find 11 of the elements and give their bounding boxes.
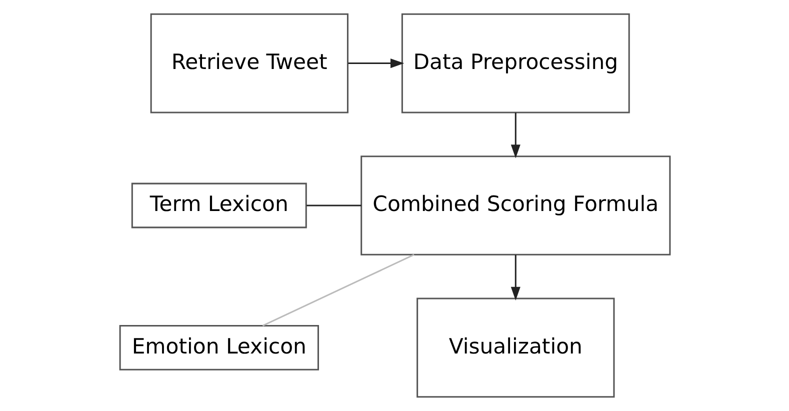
node-box: Retrieve Tweet	[150, 13, 348, 114]
node-box: Data Preprocessing	[400, 13, 630, 114]
node-box: Combined Scoring Formula	[360, 156, 670, 256]
arrow	[510, 254, 520, 300]
connector	[306, 204, 361, 206]
node-box: Term Lexicon	[130, 182, 306, 228]
connector	[262, 254, 414, 326]
arrow	[510, 112, 520, 158]
node-box: Visualization	[416, 298, 614, 398]
node-box: Emotion Lexicon	[118, 325, 318, 370]
arrow	[348, 58, 404, 68]
